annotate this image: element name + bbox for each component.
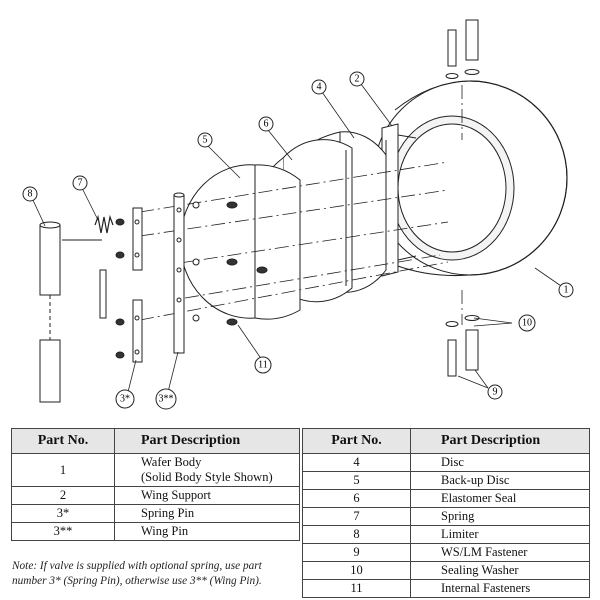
header-part-description: Part Description bbox=[410, 428, 590, 454]
callout-8-label: 8 bbox=[28, 189, 33, 200]
part-description: Internal Fasteners bbox=[410, 579, 590, 598]
part-description: Back-up Disc bbox=[410, 471, 590, 490]
callout-5-label: 5 bbox=[203, 135, 208, 146]
part-description: Sealing Washer bbox=[410, 561, 590, 580]
callout-7-label: 7 bbox=[78, 178, 83, 189]
callout-11-label: 11 bbox=[258, 360, 268, 371]
ws-lm-fasteners bbox=[447, 19, 479, 377]
part-no: 5 bbox=[302, 471, 411, 490]
header-part-no: Part No. bbox=[302, 428, 411, 454]
leader-lines bbox=[31, 83, 565, 393]
wafer-body bbox=[372, 80, 568, 277]
callout-1-label: 1 bbox=[564, 285, 569, 296]
part-description: WS/LM Fastener bbox=[410, 543, 590, 562]
part-description-line: Wafer Body bbox=[141, 455, 202, 469]
callout-2: 2 bbox=[349, 71, 365, 87]
parts-table-left: Part No. Part Description 1 Wafer Body (… bbox=[11, 428, 300, 541]
spring-option-note: Note: If valve is supplied with optional… bbox=[12, 559, 302, 589]
callout-3-double-star-label: 3** bbox=[159, 394, 174, 405]
header-part-description: Part Description bbox=[114, 428, 300, 454]
spring bbox=[62, 214, 114, 319]
table-row: 2 Wing Support bbox=[11, 486, 300, 505]
callout-3-star: 3* bbox=[115, 389, 135, 409]
part-description: Wafer Body (Solid Body Style Shown) bbox=[114, 453, 300, 487]
callout-10: 10 bbox=[518, 314, 536, 332]
assembly-axis-lines bbox=[139, 85, 463, 325]
table-row: 3* Spring Pin bbox=[11, 504, 300, 523]
callout-10-label: 10 bbox=[522, 318, 532, 329]
table-row: 3** Wing Pin bbox=[11, 522, 300, 541]
part-no: 10 bbox=[302, 561, 411, 580]
callout-3-double-star: 3** bbox=[155, 388, 177, 410]
part-description: Elastomer Seal bbox=[410, 489, 590, 508]
table-row: 1 Wafer Body (Solid Body Style Shown) bbox=[11, 453, 300, 487]
callout-5: 5 bbox=[197, 132, 213, 148]
note-line: number 3* (Spring Pin), otherwise use 3*… bbox=[12, 575, 262, 587]
callout-8: 8 bbox=[22, 186, 38, 202]
part-no: 3* bbox=[11, 504, 115, 523]
part-description-line: (Solid Body Style Shown) bbox=[141, 470, 273, 484]
callout-9-label: 9 bbox=[493, 387, 498, 398]
part-description: Spring Pin bbox=[114, 504, 300, 523]
part-no: 3** bbox=[11, 522, 115, 541]
callout-3-star-label: 3* bbox=[120, 394, 130, 405]
callout-7: 7 bbox=[72, 175, 88, 191]
part-description: Limiter bbox=[410, 525, 590, 544]
part-no: 11 bbox=[302, 579, 411, 598]
part-no: 1 bbox=[11, 453, 115, 487]
callout-4: 4 bbox=[311, 79, 327, 95]
part-no: 9 bbox=[302, 543, 411, 562]
callout-1: 1 bbox=[558, 282, 574, 298]
callout-6-label: 6 bbox=[264, 119, 269, 130]
callout-2-label: 2 bbox=[355, 74, 360, 85]
part-description: Wing Pin bbox=[114, 522, 300, 541]
exploded-valve-diagram: 1 2 4 6 5 7 8 3* 3** 11 10 9 bbox=[22, 19, 574, 410]
callout-6: 6 bbox=[258, 116, 274, 132]
part-description: Spring bbox=[410, 507, 590, 526]
callout-9: 9 bbox=[487, 384, 503, 400]
part-no: 4 bbox=[302, 453, 411, 472]
internal-fasteners bbox=[192, 201, 268, 326]
part-description: Wing Support bbox=[114, 486, 300, 505]
sealing-washers bbox=[445, 69, 480, 327]
table-header-row: Part No. Part Description bbox=[11, 428, 300, 454]
spring-pins bbox=[115, 207, 143, 363]
limiter bbox=[39, 221, 61, 403]
callout-11: 11 bbox=[254, 356, 272, 374]
wing-pin bbox=[173, 192, 185, 354]
part-no: 8 bbox=[302, 525, 411, 544]
part-no: 2 bbox=[11, 486, 115, 505]
table-header-row: Part No. Part Description bbox=[302, 428, 590, 454]
header-part-no: Part No. bbox=[11, 428, 115, 454]
part-description: Disc bbox=[410, 453, 590, 472]
callout-4-label: 4 bbox=[317, 82, 322, 93]
part-no: 7 bbox=[302, 507, 411, 526]
note-line: Note: If valve is supplied with optional… bbox=[12, 560, 262, 572]
part-no: 6 bbox=[302, 489, 411, 508]
